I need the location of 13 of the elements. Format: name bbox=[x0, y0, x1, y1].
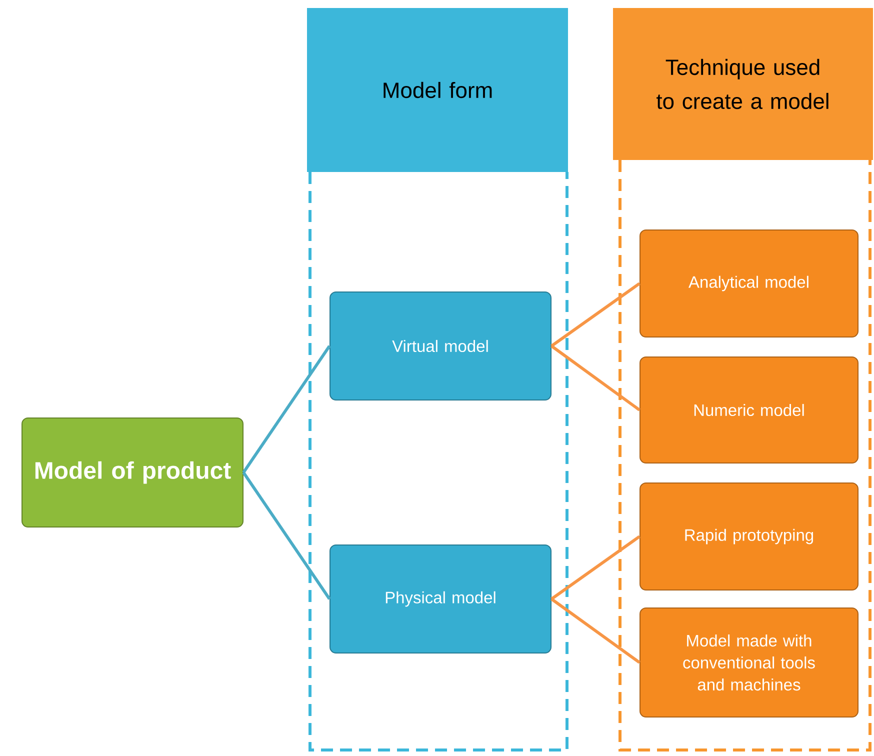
process-box: Rapid prototyping bbox=[640, 482, 858, 590]
connector-line bbox=[550, 535, 640, 600]
process-box: Numeric model bbox=[640, 356, 858, 464]
process-box: Analytical model bbox=[640, 230, 858, 338]
connector-line bbox=[242, 472, 331, 600]
process-box: Virtual model bbox=[330, 292, 552, 400]
connector-line bbox=[550, 344, 640, 412]
process-box: Physical model bbox=[330, 544, 552, 654]
connector-line bbox=[550, 282, 640, 348]
process-box: Model of product bbox=[22, 418, 244, 528]
process-box: Model made with conventional tools and machines bbox=[640, 608, 858, 718]
connector-line bbox=[550, 598, 640, 664]
connector-line bbox=[242, 345, 331, 474]
